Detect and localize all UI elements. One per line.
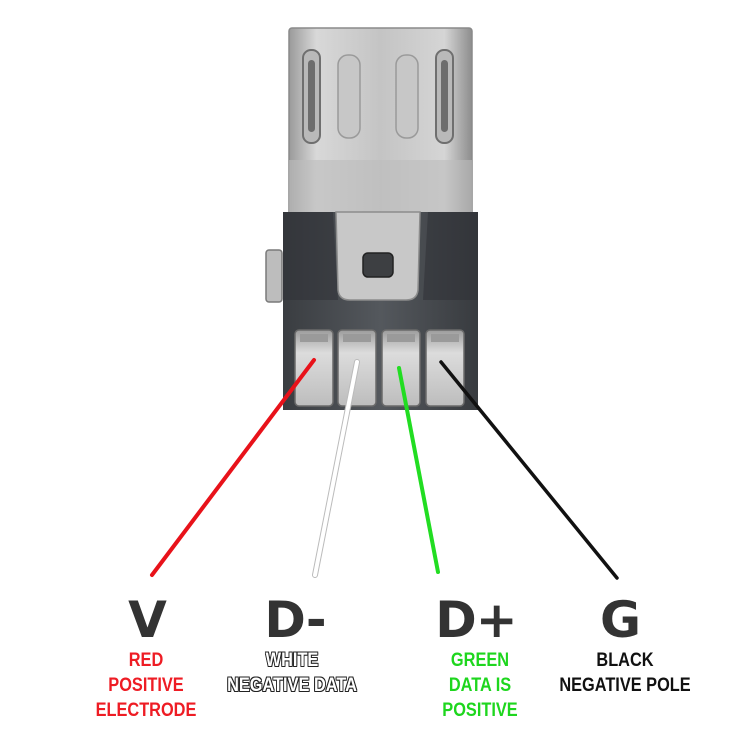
pin-letter-g: G <box>599 591 641 649</box>
wires <box>150 358 619 580</box>
pin-description-d-plus: GREEN DATA IS POSITIVE <box>394 648 566 723</box>
desc-line: NEGATIVE POLE <box>559 675 691 696</box>
desc-line: DATA IS <box>448 675 512 696</box>
wire-red <box>150 358 316 577</box>
metal-shell <box>288 27 473 219</box>
desc-line: GREEN <box>450 650 510 671</box>
desc-line: POSITIVE <box>108 675 184 696</box>
pin-letter-d-minus: D- <box>264 591 326 649</box>
latch-tongue <box>335 211 421 301</box>
desc-line: ELECTRODE <box>95 700 197 721</box>
wire-green <box>397 366 440 574</box>
desc-line: BLACK <box>596 650 654 671</box>
pin-description-v: RED POSITIVE ELECTRODE <box>60 648 232 723</box>
wire-white <box>313 360 359 577</box>
desc-line: NEGATIVE DATA <box>227 675 357 696</box>
pin-description-d-minus: WHITE NEGATIVE DATA <box>206 648 378 698</box>
pin-letter-v: V <box>128 591 167 649</box>
pin-description-g: BLACK NEGATIVE POLE <box>539 648 711 698</box>
desc-line: RED <box>128 650 164 671</box>
wire-black <box>439 360 619 580</box>
side-tab <box>265 249 283 303</box>
desc-line: WHITE <box>265 650 319 671</box>
pad-v <box>294 329 334 407</box>
pin-letter-d-plus: D+ <box>435 591 517 649</box>
desc-line: POSITIVE <box>442 700 518 721</box>
